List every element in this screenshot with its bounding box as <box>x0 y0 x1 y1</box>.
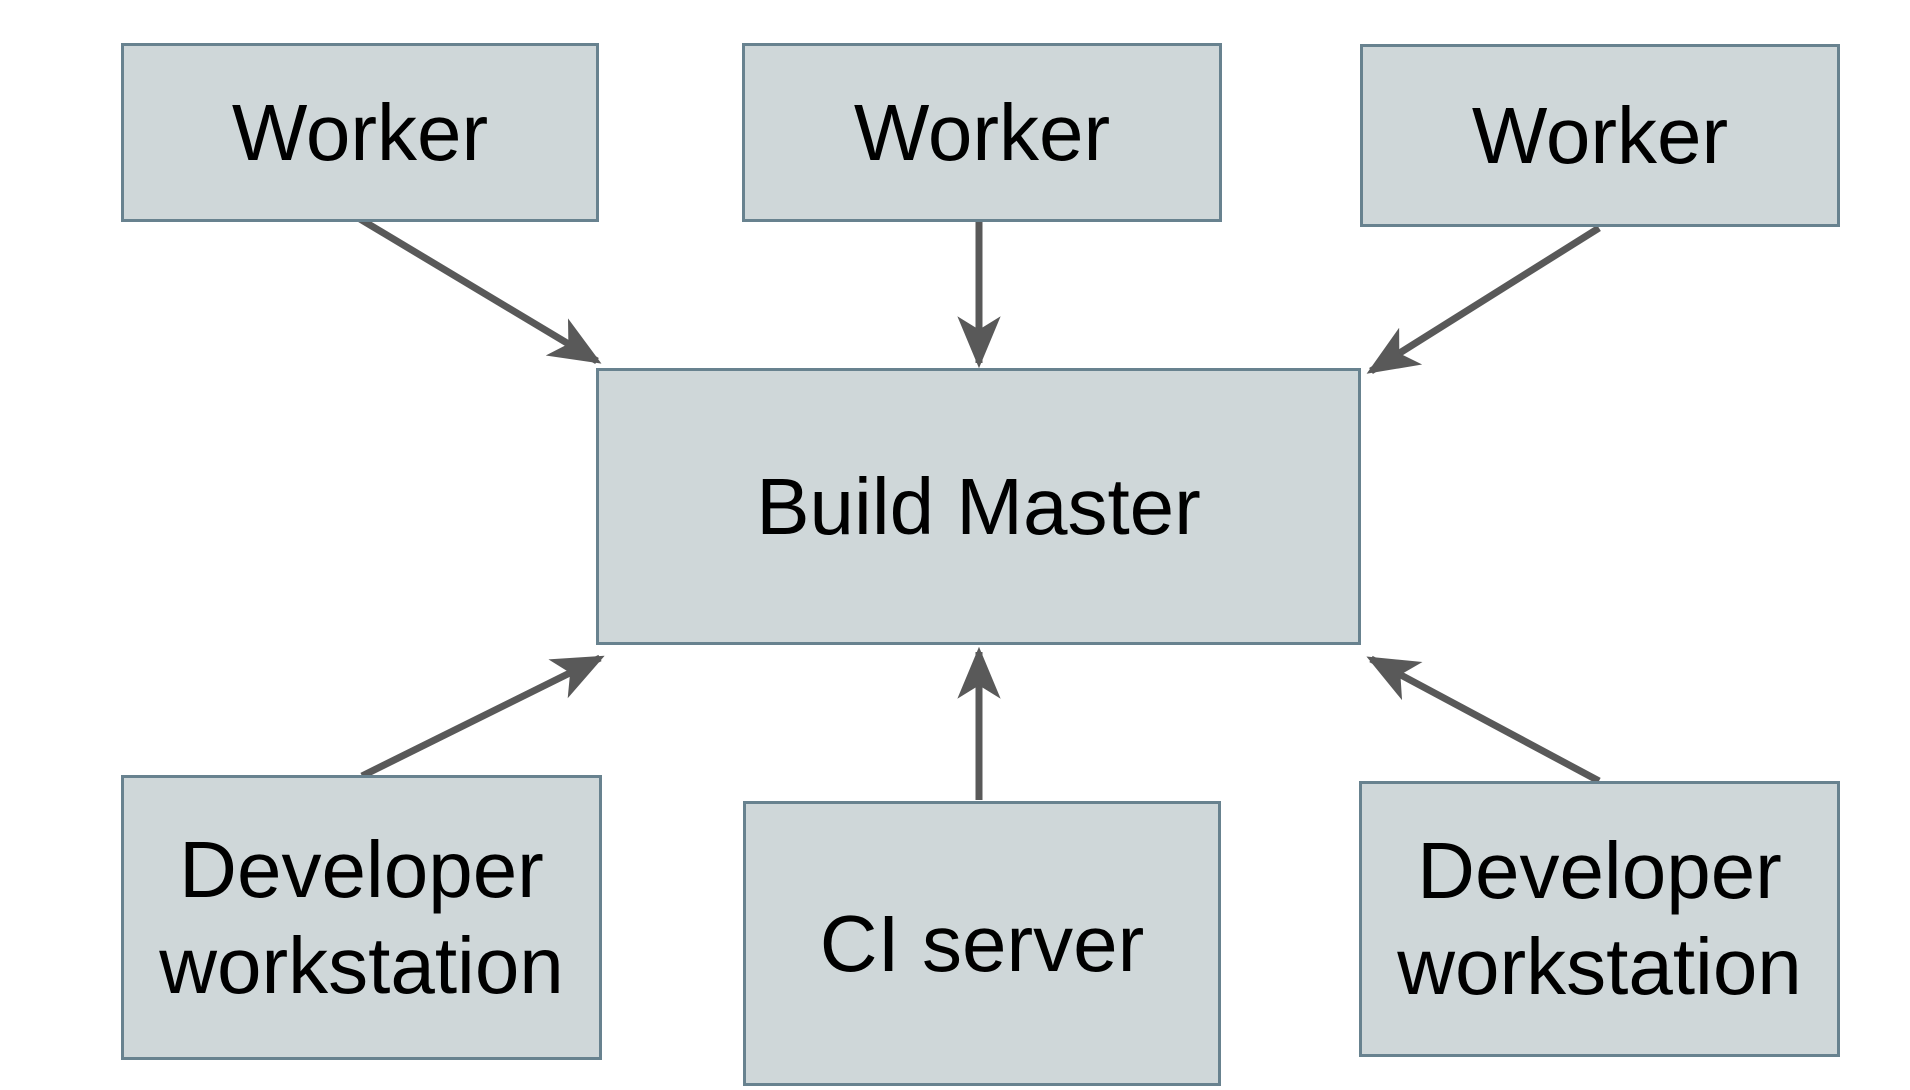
node-worker-3-label: Worker <box>1471 90 1729 180</box>
arrow-developer-workstation-2-to-build-master <box>1366 655 1601 785</box>
node-build-master: Build Master <box>596 368 1361 645</box>
node-ci-server: CI server <box>743 801 1221 1086</box>
arrow-worker-3-to-build-master <box>1366 225 1601 374</box>
arrow-developer-workstation-1-to-build-master <box>360 654 605 780</box>
node-worker-3: Worker <box>1360 44 1840 227</box>
node-worker-1: Worker <box>121 43 599 222</box>
node-ci-server-label: CI server <box>819 898 1145 988</box>
node-worker-2: Worker <box>742 43 1222 222</box>
node-worker-1-label: Worker <box>231 87 489 177</box>
node-developer-workstation-1-label: Developer workstation <box>159 824 564 1010</box>
node-developer-workstation-2-label: Developer workstation <box>1397 826 1802 1011</box>
node-build-master-label: Build Master <box>756 461 1201 551</box>
arrow-worker-1-to-build-master <box>358 215 602 365</box>
node-developer-workstation-2: Developer workstation <box>1359 781 1840 1057</box>
node-developer-workstation-1: Developer workstation <box>121 775 602 1060</box>
node-worker-2-label: Worker <box>853 87 1111 177</box>
